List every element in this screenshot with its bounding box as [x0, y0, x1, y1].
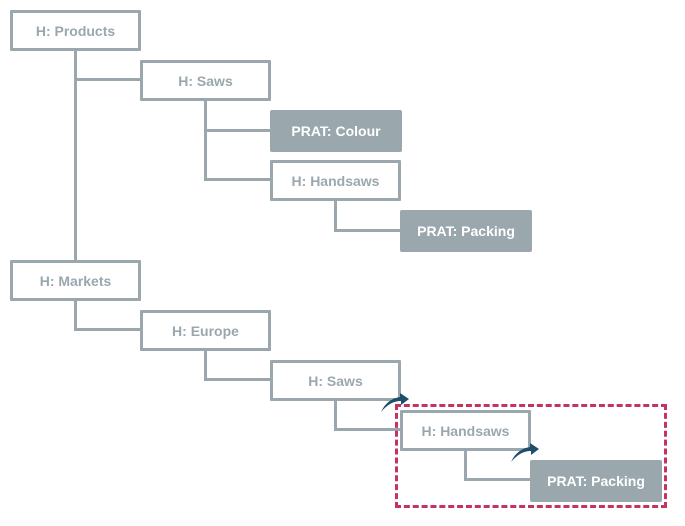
connector: [204, 378, 272, 381]
curved-arrow-icon: [381, 393, 409, 412]
connector: [204, 100, 207, 181]
connector: [464, 478, 532, 481]
connector: [204, 178, 272, 181]
node-markets-prat-packing[interactable]: PRAT: Packing: [530, 460, 662, 502]
node-markets[interactable]: H: Markets: [10, 260, 141, 301]
connector: [464, 450, 467, 481]
connector: [204, 350, 207, 381]
highlight-region: [395, 404, 667, 508]
node-products[interactable]: H: Products: [10, 10, 141, 51]
connector: [74, 78, 142, 81]
connector: [204, 129, 272, 132]
node-prat-packing[interactable]: PRAT: Packing: [400, 210, 532, 252]
connector: [74, 300, 77, 331]
connector: [334, 400, 337, 431]
node-saws[interactable]: H: Saws: [140, 60, 271, 101]
node-prat-colour[interactable]: PRAT: Colour: [270, 110, 402, 152]
node-markets-saws[interactable]: H: Saws: [270, 360, 401, 401]
connector: [74, 328, 142, 331]
connector: [334, 200, 337, 232]
node-handsaws[interactable]: H: Handsaws: [270, 160, 401, 201]
connector: [334, 428, 402, 431]
connector: [334, 229, 402, 232]
node-markets-handsaws[interactable]: H: Handsaws: [400, 410, 531, 451]
curved-arrow-icon: [511, 443, 539, 462]
connector: [74, 50, 77, 262]
node-europe[interactable]: H: Europe: [140, 310, 271, 351]
